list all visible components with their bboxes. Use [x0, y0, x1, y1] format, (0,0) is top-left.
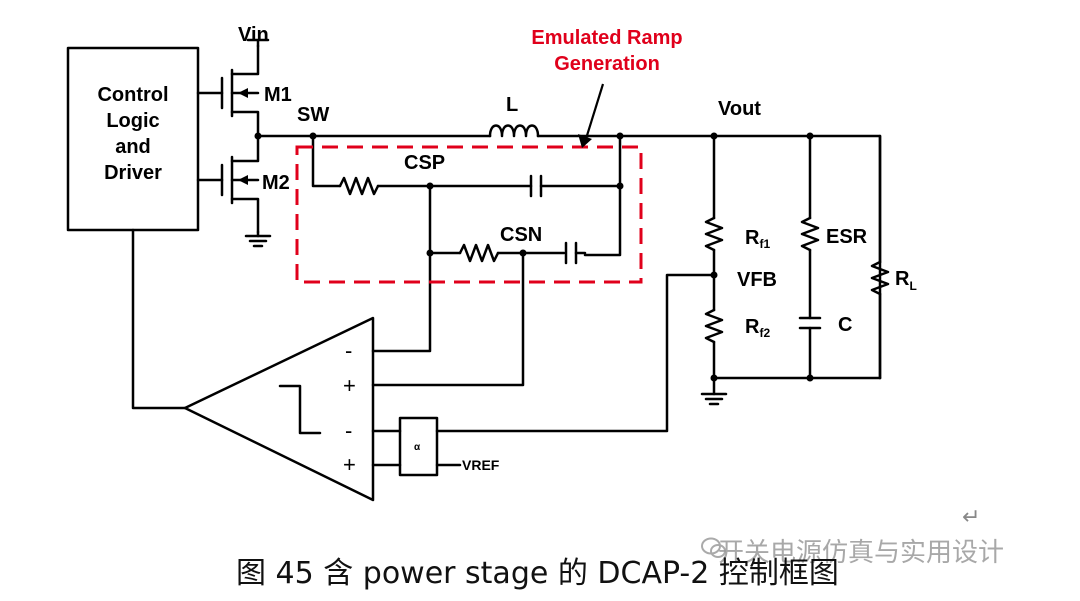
emulated-ramp-label-2: Generation: [554, 53, 660, 75]
alpha-gain-block: [398, 416, 439, 477]
capacitor-csn: [564, 241, 578, 265]
comparator: [183, 316, 375, 502]
mosfet-m1: [196, 44, 260, 138]
csp-label: CSP: [404, 152, 445, 174]
resistor-rl: [870, 260, 890, 296]
junction-vfb: [710, 271, 718, 279]
junction-csn: [519, 249, 527, 257]
watermark: 开关电源仿真与实用设计: [718, 538, 1005, 568]
comparator-plus-2: +: [343, 452, 356, 477]
vout-label: Vout: [718, 98, 761, 120]
comparator-minus-2: -: [345, 418, 352, 443]
junction-csp: [426, 182, 434, 190]
resistor-rf2: [704, 308, 724, 344]
capacitor-csp: [529, 174, 543, 198]
emulated-ramp-arrow: [583, 83, 605, 143]
control-label-1: Control: [97, 84, 168, 106]
figure-caption: 图 45 含 power stage 的 DCAP-2 控制框图: [236, 556, 839, 591]
alpha-label: α: [414, 442, 421, 453]
junction-vout-esr: [806, 132, 814, 140]
inductor-label: L: [506, 94, 518, 116]
csn-label: CSN: [500, 224, 542, 246]
control-label-3: and: [115, 136, 151, 158]
junction-csn-left: [426, 249, 434, 257]
m1-label: M1: [264, 84, 292, 106]
m2-label: M2: [262, 172, 290, 194]
output-bus: [536, 134, 882, 380]
wechat-logo-icon: [701, 537, 726, 558]
ground-m2: [244, 230, 272, 248]
esr-label: ESR: [826, 226, 868, 248]
junction-sense-right: [616, 132, 624, 140]
inductor-l: [488, 124, 540, 138]
ground-divider: [700, 392, 728, 406]
rl-label: RL: [895, 268, 917, 293]
vin-label: Vin: [238, 24, 269, 46]
control-feedback-wire: [131, 228, 187, 410]
hysteresis-symbol: [278, 384, 322, 435]
emulated-ramp-label-1: Emulated Ramp: [531, 27, 682, 49]
vfb-wire: [435, 273, 716, 433]
junction-gnd-c: [806, 374, 814, 382]
junction-sense-top: [309, 132, 317, 140]
comparator-minus-1: -: [345, 338, 352, 363]
capacitor-c: [798, 316, 822, 330]
mosfet-m2: [196, 134, 260, 234]
vref-label: VREF: [462, 457, 500, 473]
junction-sw: [254, 132, 262, 140]
junction-csp-right: [616, 182, 624, 190]
emulated-ramp-box: [295, 145, 643, 284]
resistor-csp: [338, 176, 380, 196]
vfb-label: VFB: [737, 269, 777, 291]
junction-gnd-div: [710, 374, 718, 382]
junction-dots: [254, 132, 814, 382]
vin-wire: [246, 38, 270, 48]
resistor-csn: [458, 243, 500, 263]
resistor-esr: [800, 216, 820, 252]
rf1-label: Rf1: [745, 227, 770, 251]
sw-label: SW: [297, 104, 329, 126]
c-label: C: [838, 314, 852, 336]
rf2-label: Rf2: [745, 316, 770, 340]
resistor-rf1: [704, 216, 724, 252]
return-glyph: ↵: [962, 505, 981, 530]
control-label-2: Logic: [106, 110, 159, 132]
control-label-4: Driver: [104, 162, 162, 184]
junction-vout-div: [710, 132, 718, 140]
comparator-plus-1: +: [343, 373, 356, 398]
